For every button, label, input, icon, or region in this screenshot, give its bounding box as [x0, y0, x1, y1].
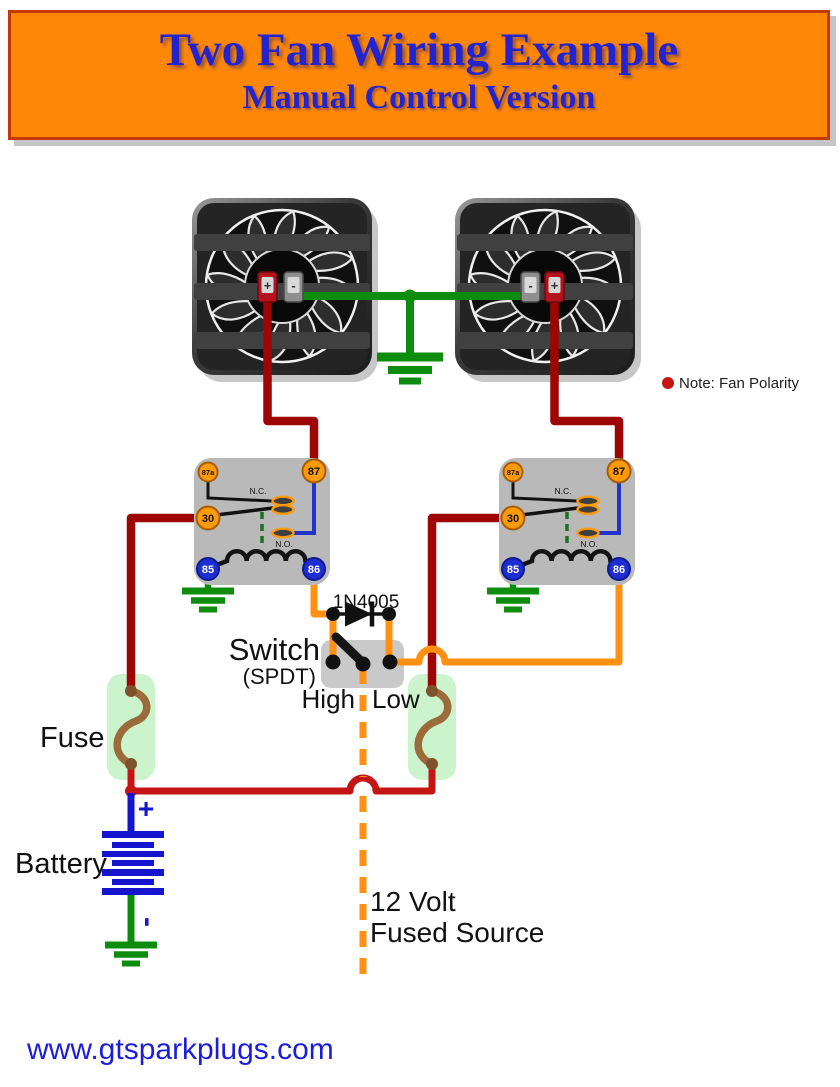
- fan-left-terminals: + -: [257, 271, 304, 303]
- diode-label: 1N4005: [333, 592, 400, 613]
- battery-label: Battery: [15, 848, 107, 880]
- note-bullet-icon: [662, 377, 674, 389]
- source-label-line2: Fused Source: [370, 917, 544, 948]
- switch-label: Switch: [229, 632, 320, 667]
- relay-right-30-wire: [427, 513, 513, 691]
- relay-left-30-wire: [126, 513, 208, 691]
- switch-type-label: (SPDT): [243, 664, 316, 689]
- fuse-label: Fuse: [40, 722, 104, 754]
- battery-bus-wire: [125, 764, 436, 797]
- fan-left-positive-wire: [263, 295, 319, 468]
- switch-to-relay-right-86-wire: [392, 578, 623, 666]
- website-link[interactable]: www.gtsparkplugs.com: [27, 1033, 334, 1066]
- fan-left-plus-mark: +: [264, 278, 272, 293]
- fan-right-plus-mark: +: [551, 278, 559, 293]
- diode-1n4005: [326, 601, 396, 627]
- switch-low-label: Low: [372, 684, 420, 714]
- battery-plus-mark: +: [138, 793, 154, 824]
- fan-right-terminals: - +: [520, 271, 565, 303]
- title-banner: Two Fan Wiring Example Manual Control Ve…: [8, 10, 830, 140]
- ground-symbol-battery: [105, 928, 157, 964]
- positive-fan-wires: [126, 295, 624, 691]
- ground-symbol-fans: [377, 352, 443, 385]
- battery-symbol: [102, 831, 164, 895]
- switch-high-contact: [325, 654, 341, 670]
- relay-right: [499, 458, 635, 585]
- fan-right-minus-mark: -: [528, 278, 532, 293]
- spdt-switch: [325, 632, 398, 672]
- relay-left: [194, 458, 330, 585]
- page-title: Two Fan Wiring Example: [159, 24, 679, 76]
- source-label-line1: 12 Volt: [370, 886, 456, 917]
- note-label: Note: Fan Polarity: [679, 375, 800, 392]
- page-subtitle: Manual Control Version: [242, 79, 596, 116]
- switch-low-contact: [382, 654, 398, 670]
- fan-polarity-note: Note: Fan Polarity: [662, 375, 800, 392]
- battery-minus-mark: -: [132, 917, 165, 927]
- fan-left-minus-mark: -: [291, 278, 295, 293]
- fan-ground-wire: [301, 289, 522, 385]
- switch-common-contact: [355, 656, 371, 672]
- switch-high-label: High: [302, 684, 355, 714]
- fan-right-positive-wire: [550, 297, 624, 468]
